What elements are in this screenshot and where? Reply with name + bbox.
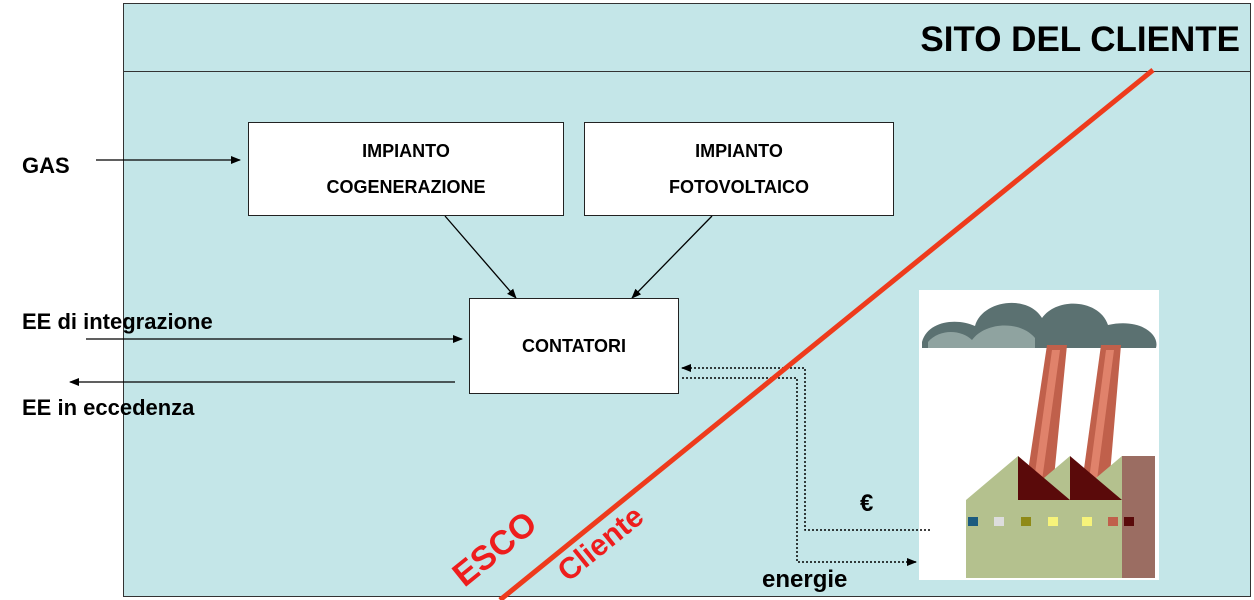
gas-label: GAS — [22, 153, 70, 178]
euro-label: € — [860, 490, 874, 517]
esco-client-boundary-line — [498, 68, 1155, 600]
pv-to-meters-arrow — [631, 215, 713, 299]
factory-icon — [922, 302, 1157, 578]
ee-excess-label: EE in eccedenza — [22, 395, 195, 420]
meters-box-label: CONTATORI — [522, 336, 626, 356]
site-header-divider — [123, 71, 1251, 72]
energy-label: energie — [762, 566, 848, 593]
cogeneration-plant-box: IMPIANTO COGENERAZIONE — [248, 122, 564, 216]
ee-integration-label: EE di integrazione — [22, 309, 213, 334]
photovoltaic-box-line-2: FOTOVOLTAICO — [669, 177, 809, 197]
photovoltaic-box-line-1: IMPIANTO — [695, 141, 783, 161]
cogen-to-meters-arrow — [444, 215, 517, 299]
meters-box: CONTATORI — [469, 298, 679, 394]
cogeneration-box-line-1: IMPIANTO — [362, 141, 450, 161]
site-title: SITO DEL CLIENTE — [920, 20, 1240, 59]
energy-dotted-line — [682, 377, 917, 566]
cogeneration-box-line-2: COGENERAZIONE — [326, 177, 486, 197]
money-dotted-line — [681, 364, 930, 531]
photovoltaic-plant-box: IMPIANTO FOTOVOLTAICO — [584, 122, 894, 216]
